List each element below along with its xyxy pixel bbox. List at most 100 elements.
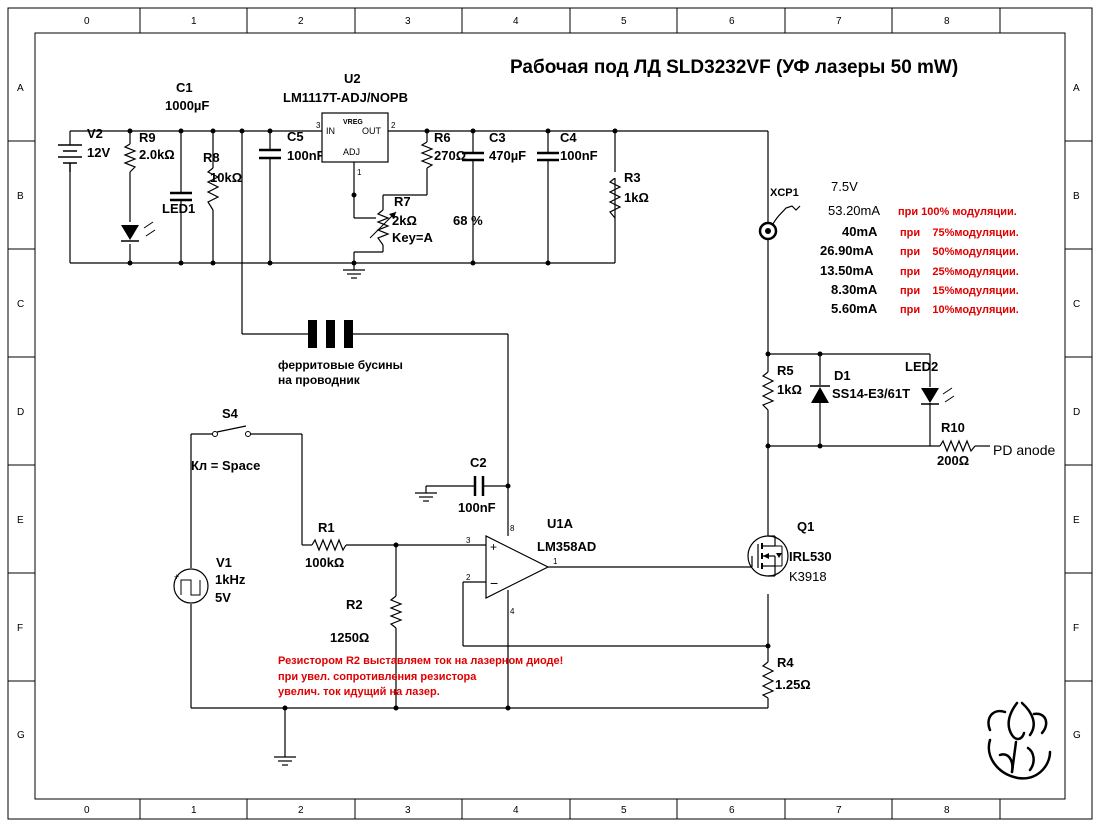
row-label: A [1073,83,1080,94]
c5-ref: C5 [287,129,304,144]
u2-in-label: IN [326,126,335,136]
drawing-border: 0 1 2 3 4 5 6 7 8 0 1 2 3 4 5 6 7 8 A B … [7,7,1093,820]
ferrite-label-line2: на проводник [278,373,361,387]
v2-ref: V2 [87,126,103,141]
u1a-pin3: 3 [466,536,471,545]
schematic-title: Рабочая под ЛД SLD3232VF (УФ лазеры 50 m… [510,57,958,78]
measurement-text: при 25%модуляции. [900,266,1019,278]
col-label: 3 [405,805,411,816]
r9-value: 2.0kΩ [139,147,175,162]
measurement-text: при 100% модуляции. [898,206,1017,218]
row-label: C [17,299,24,310]
ground-icon [415,492,437,502]
col-label: 3 [405,16,411,27]
u2-value: LM1117T-ADJ/NOPB [283,90,408,105]
c2-value: 100nF [458,500,496,515]
note-line3: увелич. ток идущий на лазер. [278,686,440,698]
row-label: A [17,83,24,94]
r9-ref: R9 [139,130,156,145]
measurement-current: 8.30mA [831,282,878,297]
q1-value: IRL530 [789,549,832,564]
r3-value: 1kΩ [624,190,649,205]
u1a-pin8: 8 [510,524,515,533]
row-label: E [17,515,24,526]
xcp1-ref: XCP1 [770,187,799,199]
col-label: 7 [836,805,842,816]
col-label: 0 [84,16,90,27]
d1-ref: D1 [834,368,851,383]
d1-value: SS14-E3/61T [832,386,910,401]
c1-capacitor-symbol [170,191,192,202]
u1a-ref: U1A [547,516,574,531]
col-label: 5 [621,16,627,27]
lily-logo [987,701,1052,780]
c1-value: 1000µF [165,98,209,113]
r1-value: 100kΩ [305,555,344,570]
r1-ref: R1 [318,520,335,535]
row-label: C [1073,299,1080,310]
r4-value: 1.25Ω [775,677,811,692]
col-label: 0 [84,805,90,816]
r2-value: 1250Ω [330,630,369,645]
measurement-text: при 15%модуляции. [900,285,1019,297]
led2-symbol [921,387,955,405]
ferrite-label-line1: ферритовые бусины [278,358,403,372]
note-line2: при увел. сопротивления резистора [278,671,477,683]
v1-amp: 5V [215,590,231,605]
r6-resistor-symbol [420,141,434,169]
r8-value: 10kΩ [210,170,242,185]
r7-key: Key=A [392,230,433,245]
r7-ref: R7 [394,194,411,209]
r5-resistor-symbol [761,371,775,411]
col-label: 8 [944,805,950,816]
u1a-value: LM358AD [537,539,596,554]
r10-value: 200Ω [937,453,969,468]
u2-regulator-symbol: VREG IN OUT ADJ 3 2 1 [316,112,396,177]
u1a-pin1: 1 [553,557,558,566]
col-label: 1 [191,805,197,816]
ferrite-beads-symbol [308,320,353,348]
r5-ref: R5 [777,363,794,378]
r4-resistor-symbol [761,661,775,699]
u2-pin2: 2 [391,121,396,130]
col-label: 4 [513,805,519,816]
col-label: 2 [298,16,304,27]
s4-key: Кл = Space [191,458,260,473]
r8-ref: R8 [203,150,220,165]
measurement-current: 26.90mA [820,243,874,258]
row-label: F [17,623,23,634]
svg-text:+: + [490,540,497,554]
col-label: 8 [944,16,950,27]
c3-ref: C3 [489,130,506,145]
r7-potentiometer-symbol [376,209,390,246]
q1-ref: Q1 [797,519,814,534]
xcp1-probe-icon: XCP1 [758,187,801,241]
col-label: 6 [729,805,735,816]
ground-icon [274,756,296,766]
c5-value: 100nF [287,148,325,163]
q1-mosfet-symbol [747,535,789,577]
c3-capacitor-symbol [462,151,484,162]
v1-ref: V1 [216,555,232,570]
r4-ref: R4 [777,655,794,670]
r1-resistor-symbol [311,538,347,552]
u1a-pin2: 2 [466,573,471,582]
r5-value: 1kΩ [777,382,802,397]
measurement-current: 13.50mA [820,263,874,278]
r9-resistor-symbol [123,143,137,173]
led1-symbol [121,221,156,242]
col-label: 4 [513,16,519,27]
v2-battery-symbol [58,144,82,172]
note-line1: Резистором R2 выставляем ток на лазерном… [278,655,563,667]
row-label: G [1073,730,1081,741]
r2-resistor-symbol [389,595,403,629]
u2-ref: U2 [344,71,361,86]
d1-diode-symbol [810,385,830,403]
r10-net-label: PD anode [993,442,1055,458]
u2-pin3: 3 [316,121,321,130]
col-label: 2 [298,805,304,816]
led1-ref: LED1 [162,201,195,216]
c2-capacitor-symbol [473,476,485,496]
row-label: D [17,407,24,418]
